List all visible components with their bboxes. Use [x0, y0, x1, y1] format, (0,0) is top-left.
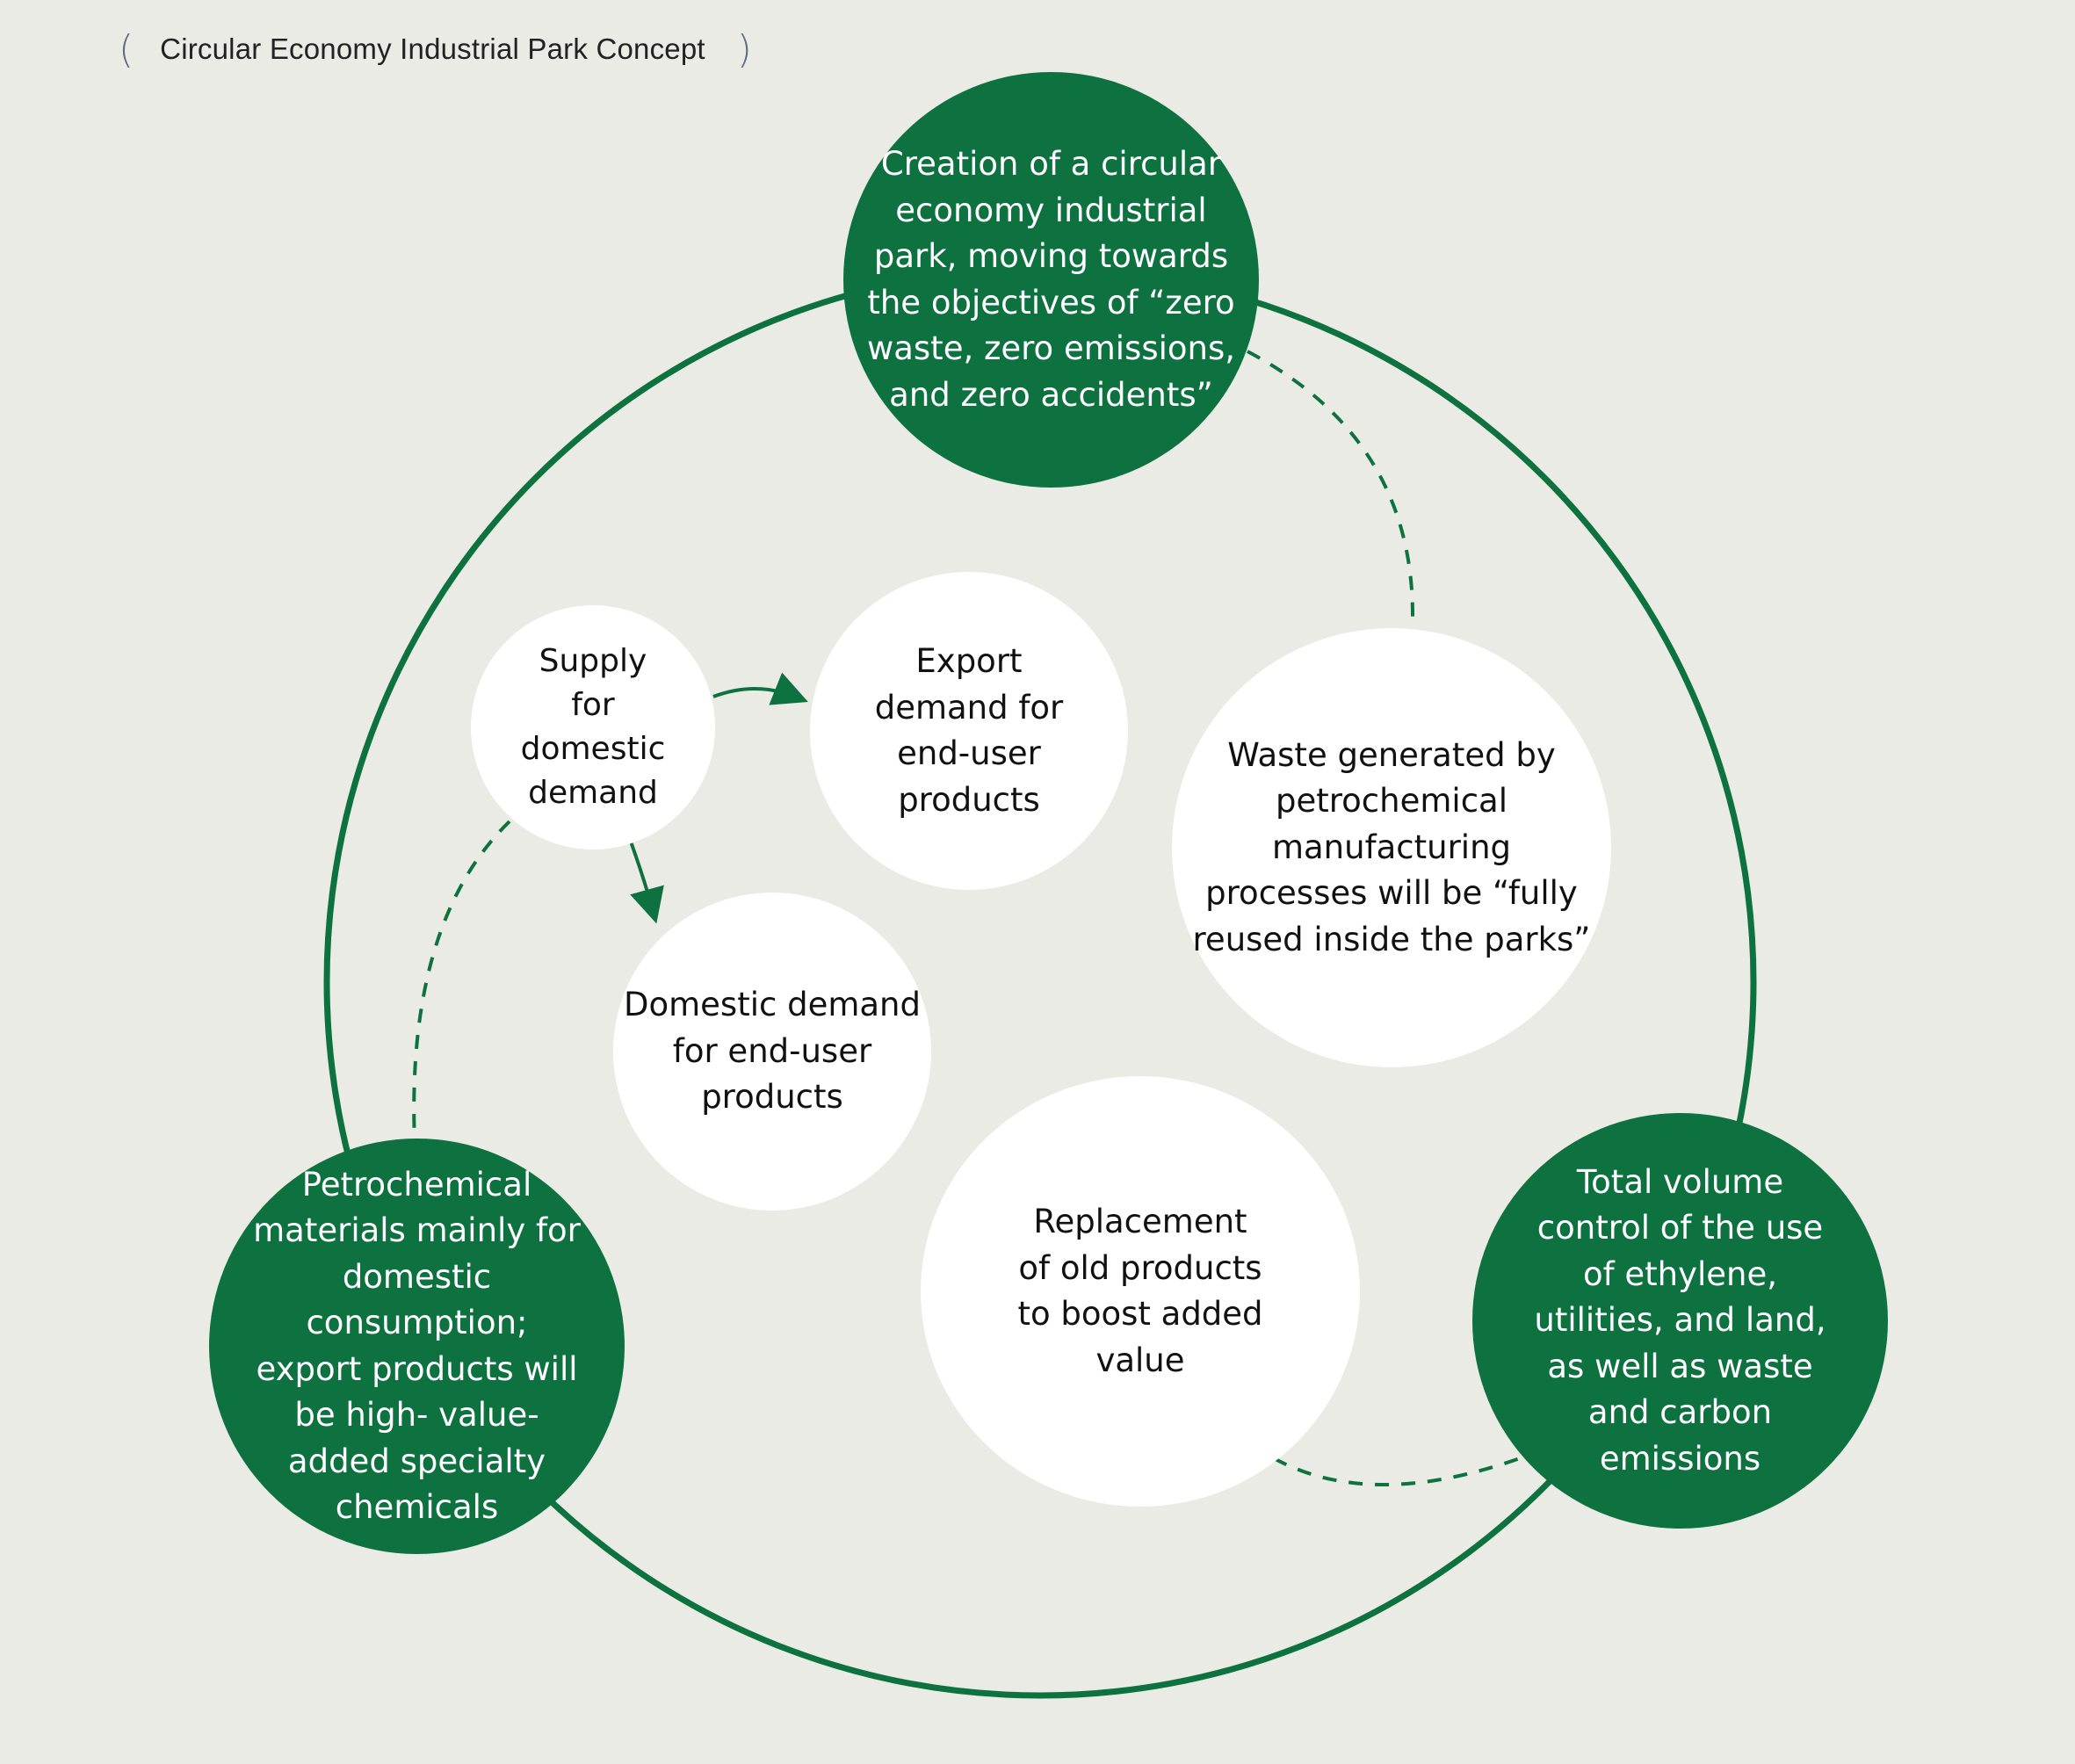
node-petrochemical-materials: Petrochemical materials mainly for domes… — [209, 1139, 625, 1554]
node-replacement-old-products: Replacement of old products to boost add… — [921, 1076, 1360, 1507]
dashed-connector-top-to-waste — [1247, 350, 1415, 620]
figure-title: ( Circular Economy Industrial Park Conce… — [119, 25, 752, 74]
title-text: Circular Economy Industrial Park Concept — [160, 33, 705, 65]
node-replacement-old-products-label: Replacement of old products to boost add… — [1017, 1203, 1263, 1379]
node-export-demand: Export demand for end-user products — [810, 572, 1128, 890]
arrow-supply-to-domestic — [629, 841, 664, 924]
dashed-connector-supply-to-bottom-left — [412, 820, 511, 1143]
title-open-paren: ( — [119, 26, 134, 72]
node-supply-domestic-demand-label: Supply for domestic demand — [520, 643, 666, 811]
node-export-demand-label: Export demand for end-user products — [874, 642, 1064, 819]
node-domestic-demand: Domestic demand for end-user products — [613, 893, 931, 1211]
node-zero-waste-park: Creation of a circular economy industria… — [843, 72, 1259, 488]
node-petrochemical-materials-label: Petrochemical materials mainly for domes… — [253, 1165, 581, 1527]
node-total-volume-control: Total volume control of the use of ethyl… — [1472, 1113, 1888, 1529]
node-waste-reused: Waste generated by petrochemical manufac… — [1172, 628, 1611, 1067]
dashed-connector-replacement-to-bottom-right — [1273, 1457, 1521, 1486]
node-domestic-demand-label: Domestic demand for end-user products — [623, 986, 921, 1117]
node-waste-reused-label: Waste generated by petrochemical manufac… — [1192, 735, 1591, 958]
title-close-paren: ) — [736, 26, 752, 72]
arrow-supply-to-export — [712, 672, 808, 705]
node-zero-waste-park-label: Creation of a circular economy industria… — [866, 145, 1236, 414]
node-total-volume-control-label: Total volume control of the use of ethyl… — [1534, 1162, 1826, 1478]
node-supply-domestic-demand: Supply for domestic demand — [471, 605, 715, 849]
